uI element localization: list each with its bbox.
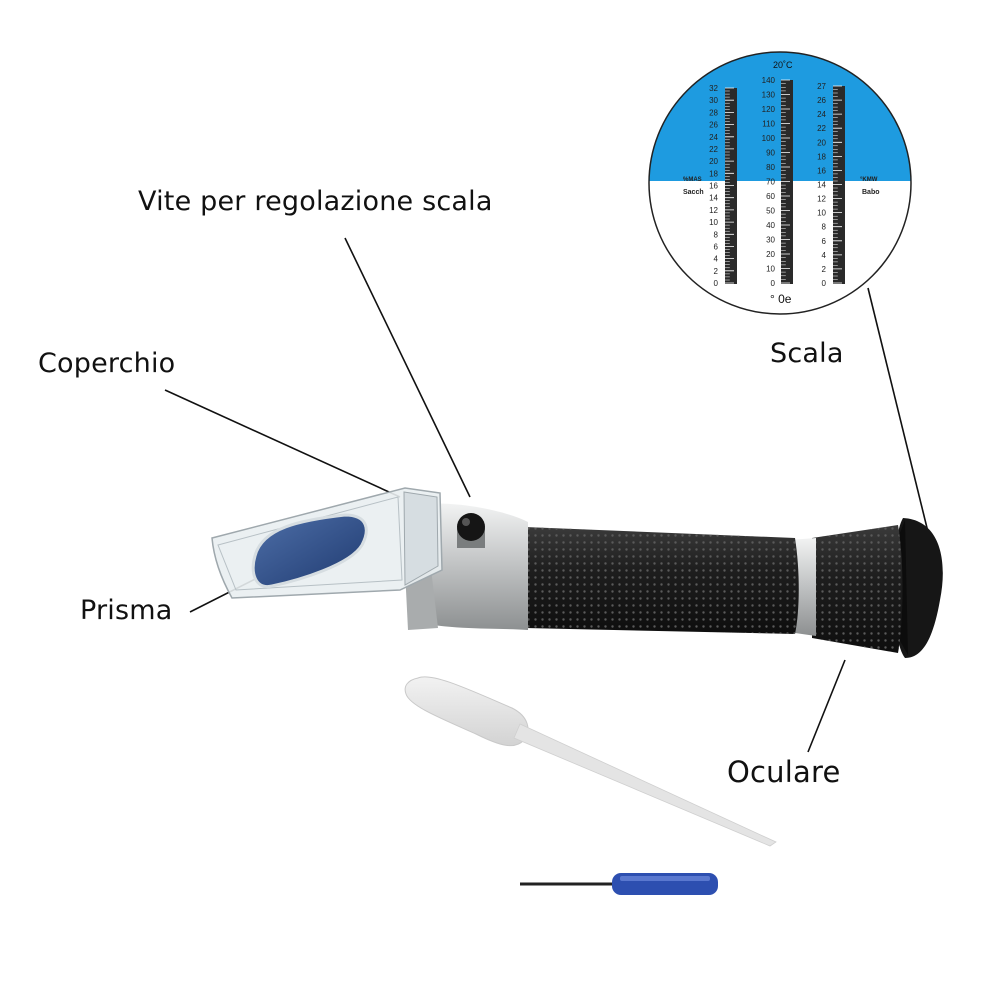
scale-bar-left: [725, 88, 737, 284]
scale-left-label: 12: [709, 206, 718, 215]
scale-left-label: 10: [709, 218, 718, 227]
scale-right-label: 4: [822, 251, 827, 260]
scale-middle-label: 60: [766, 192, 775, 201]
scale-left-label: 16: [709, 182, 718, 191]
label-adjustment-screw: Vite per regolazione scala: [138, 186, 493, 217]
scale-middle-label: 10: [766, 265, 775, 274]
scale-right-label: 20: [817, 138, 826, 147]
scale-right-label: 0: [822, 279, 827, 288]
label-scale: Scala: [770, 338, 844, 369]
scale-right-unit: °KMW: [860, 177, 878, 183]
refractometer: [211, 487, 943, 658]
scale-bar-middle: [781, 80, 793, 284]
scale-right-label: 2: [822, 265, 827, 274]
leader-lines: [164, 237, 929, 753]
scale-right-label: 6: [822, 237, 827, 246]
scale-right-label: 10: [817, 209, 826, 218]
scale-left-label: 20: [709, 157, 718, 166]
label-prism: Prisma: [80, 595, 173, 626]
scale-middle-label: 20: [766, 250, 775, 259]
scale-middle-label: 90: [766, 149, 775, 158]
scale-middle-label: 140: [762, 76, 776, 85]
leader-screw: [344, 237, 471, 498]
scale-left-label: 0: [714, 279, 719, 288]
scale-left-label: 2: [714, 267, 719, 276]
scale-middle-label: 70: [766, 178, 775, 187]
scale-right-label: 26: [817, 96, 826, 105]
scale-right-label: 24: [817, 110, 826, 119]
scale-left-label: 26: [709, 121, 718, 130]
scale-right-label: 22: [817, 124, 826, 133]
scale-left-unit: %MAS: [683, 177, 702, 183]
scale-middle-label: 0: [771, 279, 776, 288]
scale-middle-label: 100: [762, 134, 776, 143]
scale-left-label: 18: [709, 169, 718, 178]
front-housing: [418, 503, 528, 630]
scale-middle-label: 110: [762, 120, 775, 129]
scale-right-label: 14: [817, 181, 826, 190]
scale-middle-label: 40: [766, 221, 775, 230]
label-cover: Coperchio: [38, 348, 176, 379]
scale-right-label: 18: [817, 152, 826, 161]
scale-middle-label: 80: [766, 163, 775, 172]
scale-right-label: 27: [817, 82, 826, 91]
scale-left-label: 28: [709, 108, 718, 117]
scale-bottom-label: ° 0e: [770, 292, 792, 306]
label-eyepiece: Oculare: [727, 755, 841, 789]
scale-left-label: 22: [709, 145, 718, 154]
scale-left-label: 30: [709, 96, 718, 105]
scale-middle-label: 120: [762, 105, 776, 114]
leader-cover: [164, 389, 401, 498]
scale-right-label: 8: [822, 223, 827, 232]
leader-scale: [867, 287, 929, 533]
scale-left-name: Sacch: [683, 189, 704, 196]
prism: [251, 513, 368, 589]
scale-left-label: 4: [714, 255, 719, 264]
scale-left-label: 6: [714, 242, 719, 251]
scale-middle-label: 130: [762, 91, 776, 100]
scale-lens-outline: [648, 51, 912, 315]
scale-left-label: 8: [714, 230, 719, 239]
scale-left-label: 14: [709, 194, 718, 203]
scale-temperature: 20˚C: [773, 60, 793, 70]
adjustment-screw: [457, 513, 485, 541]
leader-eyepiece: [807, 659, 846, 753]
scale-bar-right: [833, 86, 845, 284]
pipette: [404, 676, 777, 847]
scale-left-label: 24: [709, 133, 718, 142]
scale-middle-label: 30: [766, 236, 775, 245]
scale-right-label: 12: [817, 195, 826, 204]
scale-middle-label: 50: [766, 207, 775, 216]
scale-left-label: 32: [709, 84, 718, 93]
screwdriver: [520, 873, 718, 895]
scale-right-label: 16: [817, 166, 826, 175]
scale-right-name: Babo: [862, 189, 880, 196]
